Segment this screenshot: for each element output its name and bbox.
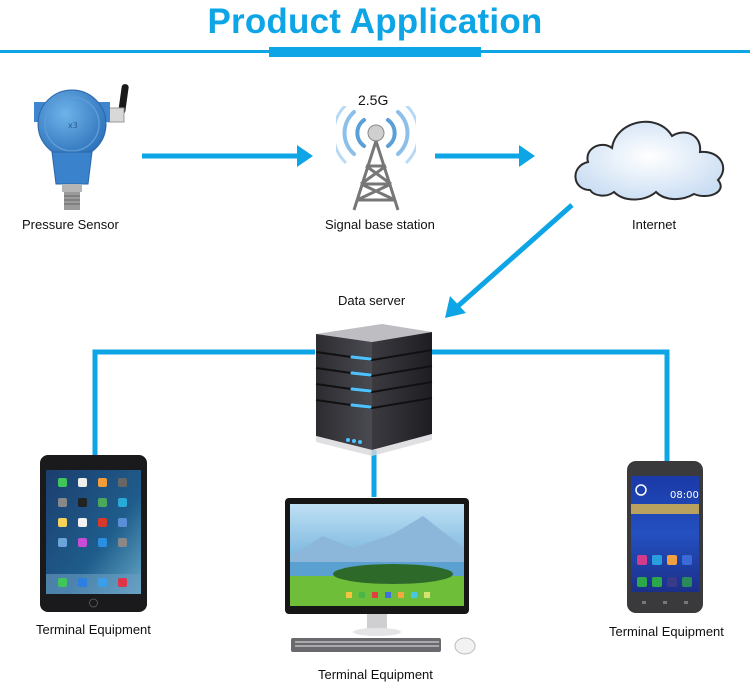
data-server-label: Data server — [338, 293, 406, 308]
arrow-station-to-internet — [435, 145, 535, 167]
title-accent-bar — [269, 47, 481, 57]
cloud-icon — [574, 120, 725, 201]
base-station-label: Signal base station — [325, 217, 435, 232]
phone-label: Terminal Equipment — [609, 624, 724, 639]
network-badge: 2.5G — [358, 92, 389, 108]
tablet-icon — [40, 455, 147, 612]
arrow-sensor-to-station — [142, 145, 313, 167]
server-icon — [315, 324, 433, 456]
smartphone-icon: 08:00 — [627, 461, 703, 613]
desktop-computer-icon — [285, 498, 476, 655]
svg-text:x3: x3 — [68, 121, 78, 130]
pressure-sensor-icon: x3 — [34, 84, 129, 210]
internet-label: Internet — [632, 217, 677, 232]
phone-clock: 08:00 — [670, 490, 699, 501]
page-title: Product Application — [207, 2, 543, 41]
tablet-label: Terminal Equipment — [36, 622, 151, 637]
line-server-to-tablet — [92, 349, 315, 457]
signal-tower-icon — [336, 106, 416, 211]
desktop-label: Terminal Equipment — [318, 667, 433, 682]
line-server-to-phone — [432, 349, 670, 462]
pressure-sensor-label: Pressure Sensor — [22, 217, 119, 232]
arrow-internet-to-server — [445, 203, 574, 318]
